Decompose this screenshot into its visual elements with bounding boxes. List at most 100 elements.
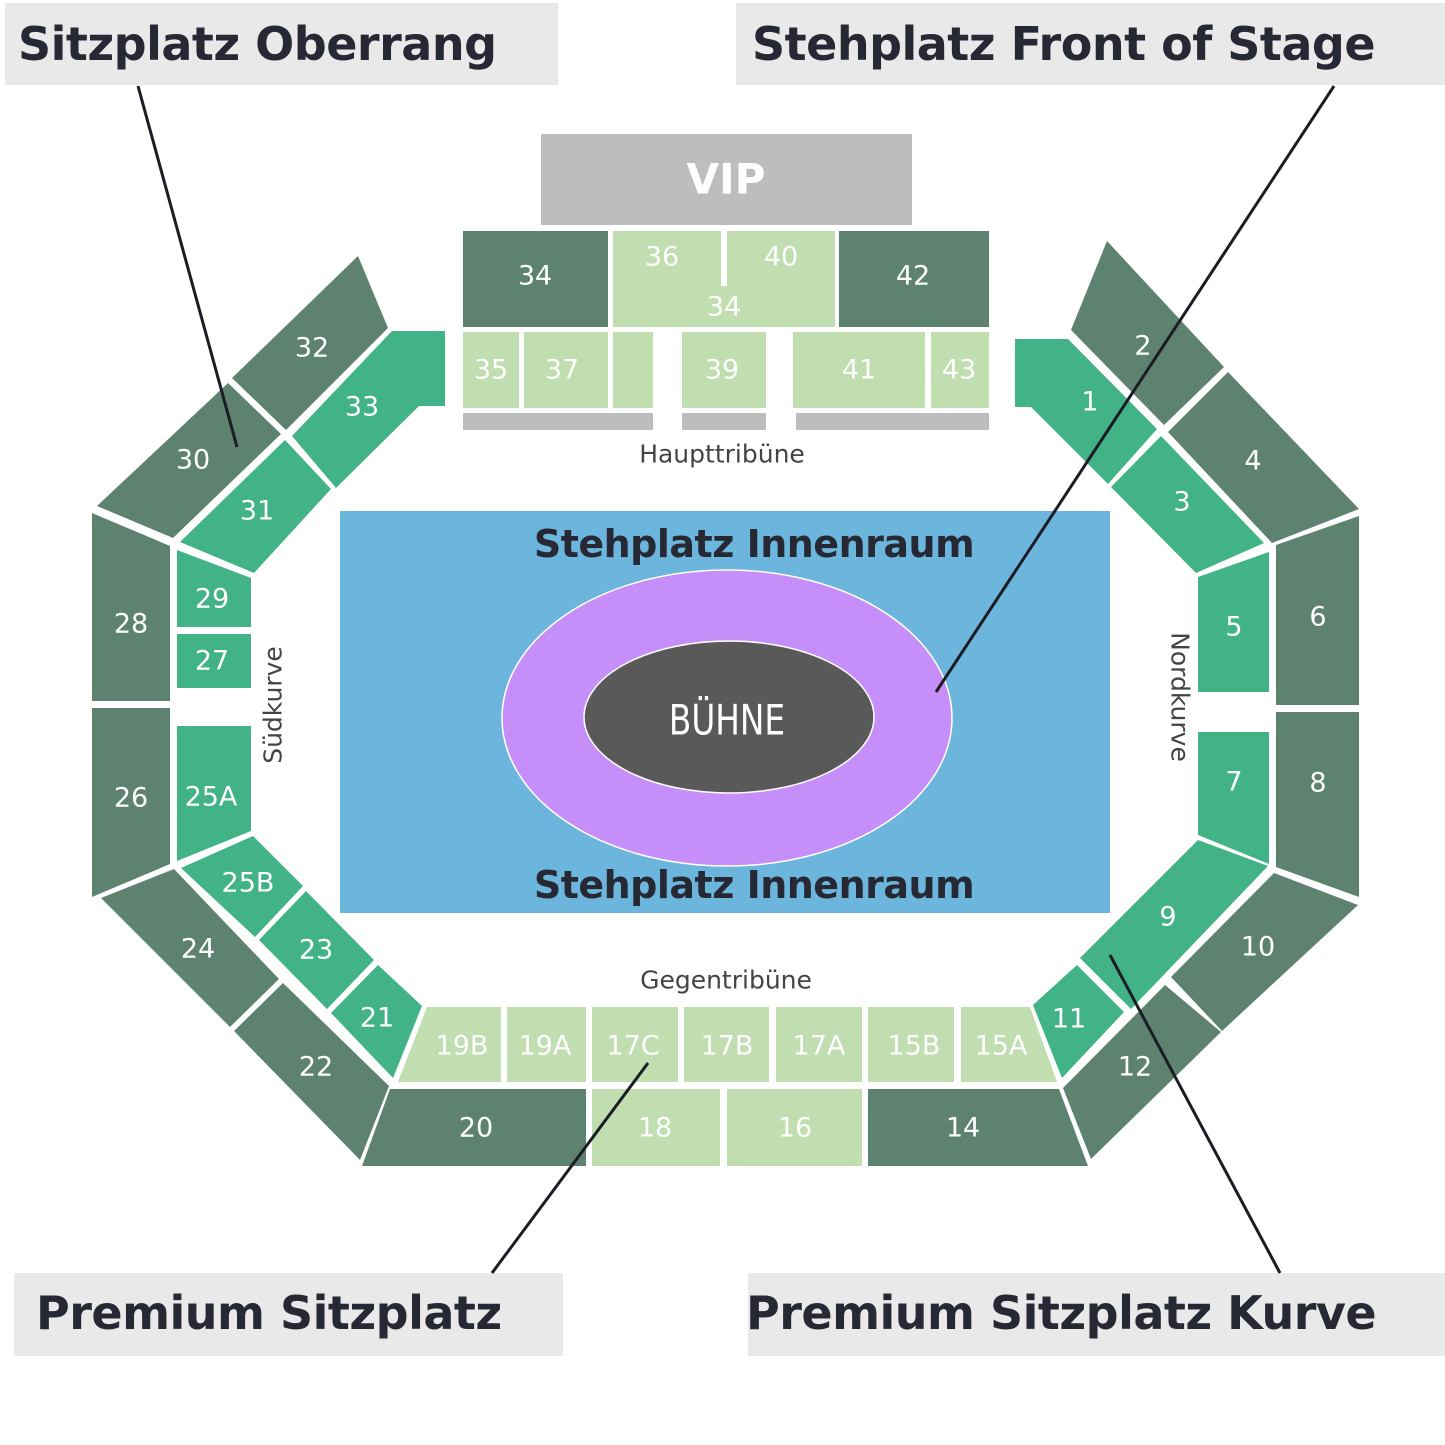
legend-premium-label: Premium Sitzplatz: [36, 1286, 502, 1340]
section-22[interactable]: 22: [234, 983, 389, 1160]
section-12[interactable]: 12: [1063, 985, 1221, 1159]
section-41[interactable]: 41: [793, 332, 925, 408]
stage-shape: [583, 640, 875, 794]
innenraum-top-label: Stehplatz Innenraum: [534, 522, 974, 566]
section-26[interactable]: 26: [92, 708, 170, 897]
nordkurve-label: Nordkurve: [1166, 632, 1195, 762]
svg-text:43: 43: [942, 355, 976, 386]
legend-box: [14, 1273, 563, 1356]
section-9[interactable]: 9: [1080, 840, 1268, 1009]
svg-text:9: 9: [1159, 902, 1176, 933]
svg-text:22: 22: [299, 1052, 333, 1083]
section-36-40-34[interactable]: 36 40 34: [613, 231, 835, 327]
svg-text:10: 10: [1241, 932, 1275, 963]
section-16[interactable]: 16: [727, 1089, 862, 1166]
section-6[interactable]: 6: [1276, 516, 1359, 705]
legend-premium: Premium Sitzplatz: [14, 1273, 563, 1356]
section-8[interactable]: 8: [1276, 712, 1359, 897]
legend-premium-kurve: Premium Sitzplatz Kurve: [746, 1273, 1445, 1356]
svg-text:25B: 25B: [222, 868, 275, 899]
section-23[interactable]: 23: [259, 891, 374, 1009]
svg-text:28: 28: [114, 609, 148, 640]
section-15a[interactable]: 15A: [961, 1007, 1057, 1082]
section-36-label: 36: [645, 242, 679, 273]
rail: [682, 413, 766, 430]
leader-line-premium: [490, 1062, 650, 1274]
section-18[interactable]: 18: [592, 1089, 720, 1166]
section-2[interactable]: 2: [1071, 241, 1224, 425]
section-19b[interactable]: 19B: [398, 1007, 501, 1082]
section-29[interactable]: 29: [177, 550, 251, 627]
section-25b[interactable]: 25B: [181, 836, 303, 937]
section-25a[interactable]: 25A: [177, 726, 251, 861]
svg-text:8: 8: [1309, 768, 1326, 799]
section-24[interactable]: 24: [101, 869, 279, 1027]
svg-text:20: 20: [459, 1113, 493, 1144]
stage-label: BÜHNE: [669, 695, 785, 744]
leader-line-oberrang: [136, 85, 239, 448]
svg-text:16: 16: [778, 1113, 812, 1144]
svg-text:24: 24: [181, 934, 215, 965]
suedkurve-label: Südkurve: [259, 646, 288, 764]
vip-section[interactable]: VIP: [541, 134, 912, 225]
section-3[interactable]: 3: [1111, 436, 1264, 573]
vip-label: VIP: [687, 155, 766, 204]
section-unnamed[interactable]: [613, 332, 653, 408]
legend-box: [736, 3, 1445, 85]
svg-text:37: 37: [545, 355, 579, 386]
svg-text:21: 21: [360, 1003, 394, 1034]
stage: BÜHNE: [583, 640, 875, 794]
section-5[interactable]: 5: [1198, 552, 1269, 692]
svg-text:5: 5: [1225, 612, 1242, 643]
legend-premium-kurve-label: Premium Sitzplatz Kurve: [746, 1286, 1376, 1340]
section-39[interactable]: 39: [682, 332, 766, 408]
section-42[interactable]: 42: [839, 231, 989, 327]
svg-text:6: 6: [1309, 602, 1326, 633]
vip-block[interactable]: [541, 134, 912, 225]
rail: [796, 413, 989, 430]
section-43[interactable]: 43: [931, 332, 989, 408]
section-1[interactable]: 1: [1015, 339, 1157, 484]
svg-text:15B: 15B: [888, 1031, 941, 1062]
legend-front-of-stage-label: Stehplatz Front of Stage: [752, 17, 1375, 71]
section-32[interactable]: 32: [232, 256, 388, 430]
section-17c[interactable]: 17C: [592, 1007, 678, 1082]
section-20[interactable]: 20: [362, 1089, 586, 1166]
section-33[interactable]: 33: [292, 331, 445, 488]
leader-line-premium-kurve: [1108, 954, 1282, 1274]
section-27[interactable]: 27: [177, 634, 251, 688]
svg-text:18: 18: [638, 1113, 672, 1144]
section-21[interactable]: 21: [331, 965, 422, 1078]
section-15b[interactable]: 15B: [868, 1007, 954, 1082]
svg-text:12: 12: [1118, 1052, 1152, 1083]
section-34-upper[interactable]: 34: [463, 231, 608, 327]
svg-text:26: 26: [114, 783, 148, 814]
svg-text:17A: 17A: [793, 1031, 846, 1062]
svg-text:19B: 19B: [436, 1031, 489, 1062]
section-7[interactable]: 7: [1198, 732, 1269, 864]
section-14[interactable]: 14: [868, 1089, 1088, 1166]
section-31[interactable]: 31: [180, 440, 331, 573]
section-19a[interactable]: 19A: [507, 1007, 586, 1082]
section-17a[interactable]: 17A: [776, 1007, 862, 1082]
svg-text:30: 30: [176, 445, 210, 476]
haupttribuene-label: Haupttribüne: [639, 440, 805, 469]
svg-text:2: 2: [1134, 331, 1151, 362]
leader-line-front-of-stage: [934, 85, 1336, 693]
section-17b[interactable]: 17B: [684, 1007, 769, 1082]
svg-text:34: 34: [518, 261, 552, 292]
svg-text:25A: 25A: [185, 782, 238, 813]
section-4[interactable]: 4: [1168, 372, 1359, 543]
section-28[interactable]: 28: [92, 513, 170, 701]
section-11[interactable]: 11: [1033, 965, 1124, 1078]
svg-text:19A: 19A: [519, 1031, 572, 1062]
section-37[interactable]: 37: [524, 332, 608, 408]
svg-text:17C: 17C: [606, 1031, 659, 1062]
legend-box: [748, 1273, 1445, 1356]
svg-text:11: 11: [1052, 1004, 1086, 1035]
section-40-label: 40: [764, 242, 798, 273]
section-35[interactable]: 35: [463, 332, 519, 408]
svg-text:15A: 15A: [975, 1031, 1028, 1062]
section-30[interactable]: 30: [97, 383, 281, 538]
section-10[interactable]: 10: [1171, 873, 1358, 1031]
